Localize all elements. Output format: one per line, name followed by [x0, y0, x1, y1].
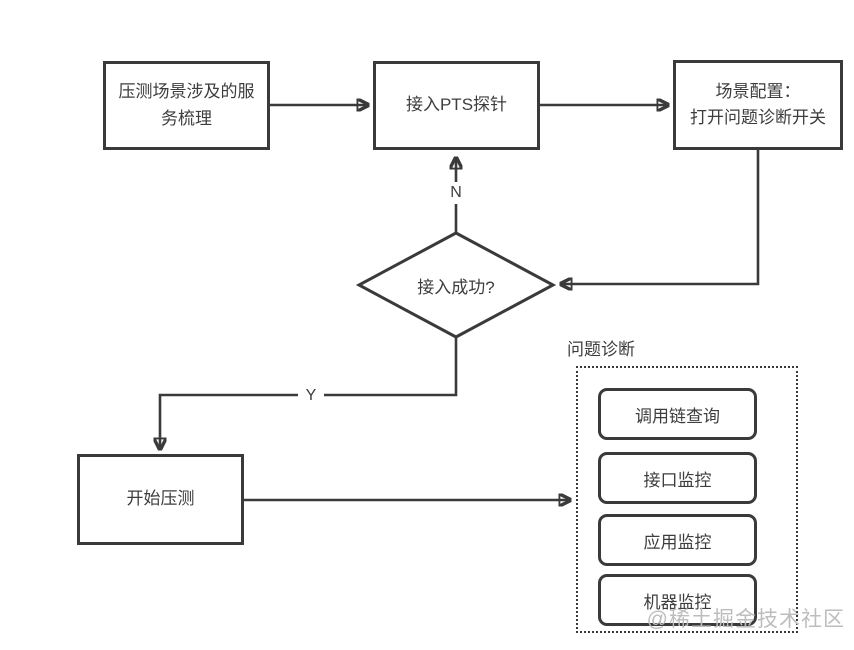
decision-diamond-shape [355, 231, 557, 339]
diagnosis-item-api: 接口监控 [598, 452, 757, 504]
arrow-config-to-decision [560, 150, 760, 284]
watermark: @稀土掘金技术社区 [646, 608, 845, 631]
edge-label-yes: Y [298, 385, 324, 407]
edge-label-no: N [445, 182, 467, 204]
node-start: 开始压测 [77, 454, 244, 545]
decision-label: 接入成功? [417, 277, 495, 297]
node-service: 压测场景涉及的服 务梳理 [103, 61, 270, 150]
diagnosis-item-trace: 调用链查询 [598, 388, 757, 440]
node-pts: 接入PTS探针 [373, 61, 540, 150]
diagnosis-item-machine: 机器监控 [598, 574, 757, 626]
diagnosis-item-app: 应用监控 [598, 514, 757, 566]
node-config: 场景配置： 打开问题诊断开关 [673, 60, 843, 150]
diagnosis-group-title: 问题诊断 [567, 340, 635, 359]
diagnosis-group-box [576, 366, 798, 633]
